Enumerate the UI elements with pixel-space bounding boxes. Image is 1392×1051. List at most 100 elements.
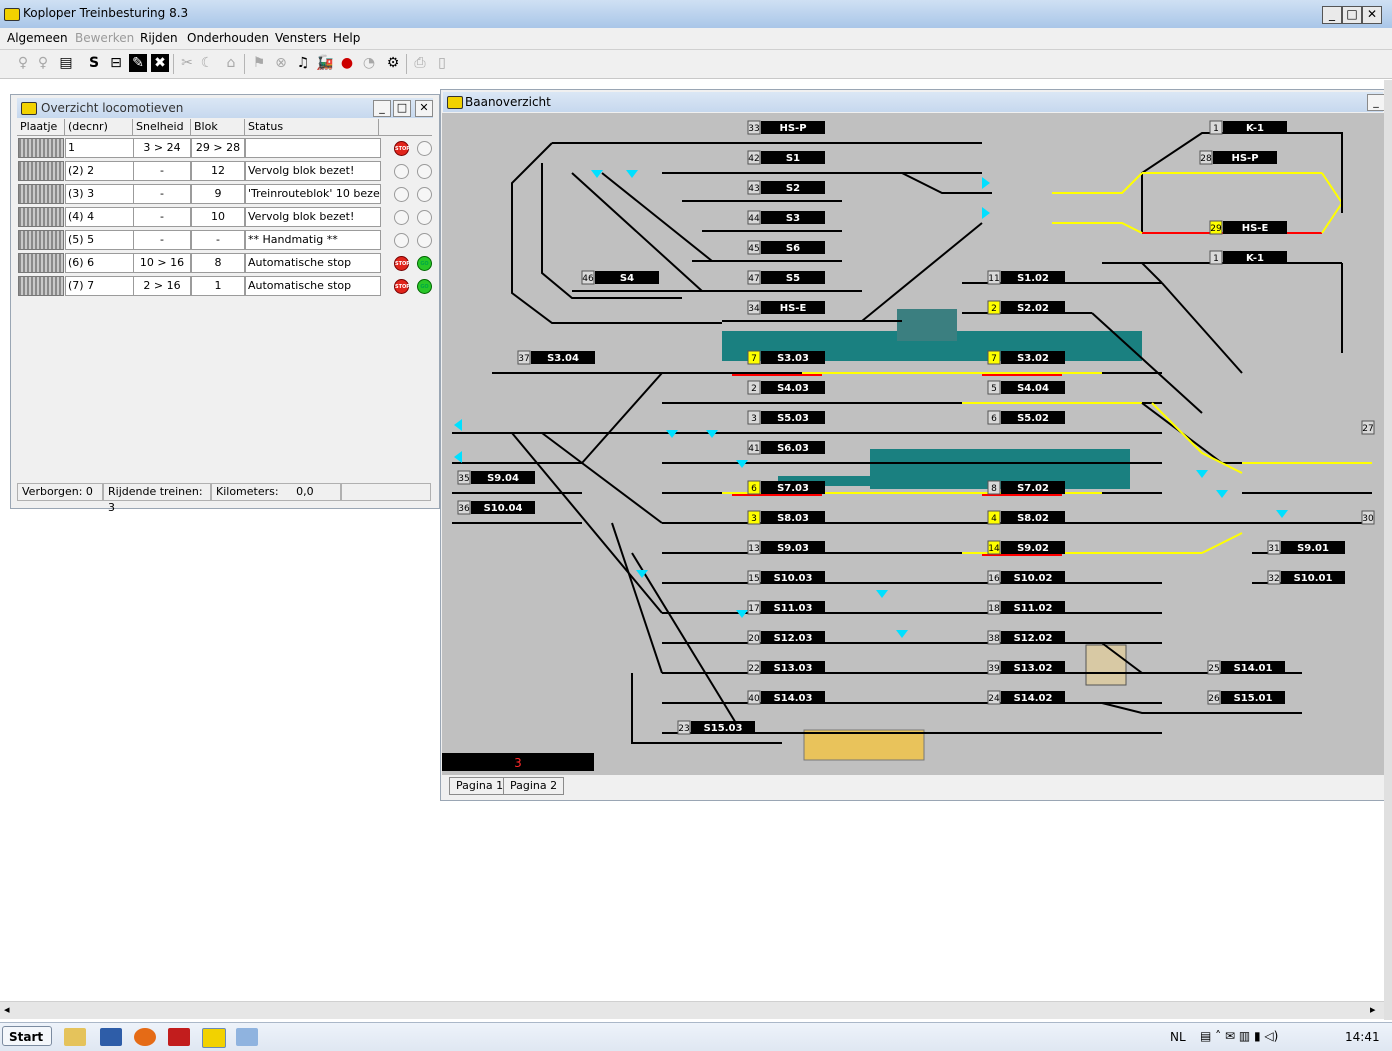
loco-row[interactable]: (3) 3-9'Treinrouteblok' 10 bezet! bbox=[17, 182, 433, 205]
loco-cell-speed[interactable]: - bbox=[133, 161, 191, 181]
tool-icon-4[interactable]: ⚑ bbox=[252, 55, 266, 71]
empty-signal-icon[interactable] bbox=[394, 210, 409, 225]
pin2-icon[interactable]: ♀ bbox=[37, 55, 49, 71]
stop-icon[interactable]: STOP bbox=[394, 279, 410, 294]
menu-algemeen[interactable]: Algemeen bbox=[7, 31, 68, 45]
loco-cell-speed[interactable]: - bbox=[133, 230, 191, 250]
track-minimize-button[interactable]: _ bbox=[1367, 94, 1385, 111]
empty-signal-icon[interactable] bbox=[394, 164, 409, 179]
loco-cell-name[interactable]: 1 bbox=[65, 138, 141, 158]
col-header[interactable]: Status bbox=[245, 119, 379, 136]
col-header[interactable]: Snelheid bbox=[133, 119, 191, 136]
scroll-right-icon[interactable]: ▸ bbox=[1370, 1003, 1376, 1016]
loco-row[interactable]: (5) 5--** Handmatig ** bbox=[17, 228, 433, 251]
block-label[interactable]: 27 bbox=[1361, 420, 1375, 435]
loco-cell-name[interactable]: (3) 3 bbox=[65, 184, 141, 204]
loco-cell-block[interactable]: 9 bbox=[191, 184, 245, 204]
pdf-icon[interactable] bbox=[168, 1028, 190, 1046]
app-icon-2[interactable] bbox=[236, 1028, 258, 1046]
menu-bewerken[interactable]: Bewerken bbox=[75, 31, 135, 45]
loco-cell-status[interactable]: Vervolg blok bezet! bbox=[245, 161, 381, 181]
switch-icon[interactable]: ✖ bbox=[151, 54, 169, 72]
stop-icon[interactable]: STOP bbox=[394, 141, 410, 156]
empty-signal-icon[interactable] bbox=[417, 187, 432, 202]
loco-cell-name[interactable]: (7) 7 bbox=[65, 276, 141, 296]
vertical-scrollbar[interactable] bbox=[1384, 80, 1392, 1020]
train-list-icon[interactable]: ▤ bbox=[59, 55, 73, 71]
block-icon[interactable]: ⊟ bbox=[110, 55, 122, 71]
menu-rijden[interactable]: Rijden bbox=[140, 31, 178, 45]
loco-cell-status[interactable]: Vervolg blok bezet! bbox=[245, 207, 381, 227]
loco-maximize-button[interactable]: □ bbox=[393, 100, 411, 117]
loco-cell-name[interactable]: (2) 2 bbox=[65, 161, 141, 181]
loco-cell-block[interactable]: 1 bbox=[191, 276, 245, 296]
tool-icon-1[interactable]: ✂ bbox=[181, 55, 193, 71]
loco-cell-speed[interactable]: 3 > 24 bbox=[133, 138, 191, 158]
loco-cell-block[interactable]: 8 bbox=[191, 253, 245, 273]
loco-cell-speed[interactable]: - bbox=[133, 184, 191, 204]
block-label[interactable]: 30 bbox=[1361, 510, 1375, 525]
s-button[interactable]: S bbox=[88, 55, 100, 71]
loco-cell-status[interactable]: Automatische stop bbox=[245, 253, 381, 273]
loco-cell-status[interactable]: Automatische stop bbox=[245, 276, 381, 296]
loco-cell-name[interactable]: (5) 5 bbox=[65, 230, 141, 250]
loco-cell-block[interactable]: 10 bbox=[191, 207, 245, 227]
stop-icon[interactable]: STOP bbox=[394, 256, 410, 271]
loco-cell-speed[interactable]: 10 > 16 bbox=[133, 253, 191, 273]
menu-vensters[interactable]: Vensters bbox=[275, 31, 327, 45]
edit-track-icon[interactable]: ✎ bbox=[129, 54, 147, 72]
koploper-icon[interactable] bbox=[202, 1028, 226, 1048]
empty-signal-icon[interactable] bbox=[417, 210, 432, 225]
empty-signal-icon[interactable] bbox=[417, 233, 432, 248]
tool-icon-5[interactable]: ⊗ bbox=[275, 55, 287, 71]
tool-icon-2[interactable]: ☾ bbox=[200, 55, 214, 71]
loco-cell-block[interactable]: - bbox=[191, 230, 245, 250]
menu-help[interactable]: Help bbox=[333, 31, 361, 45]
loco-close-button[interactable]: ✕ bbox=[415, 100, 433, 117]
print-icon[interactable]: ⎙ bbox=[414, 55, 426, 71]
clock-icon[interactable]: ◔ bbox=[362, 55, 376, 71]
close-button[interactable]: ✕ bbox=[1362, 6, 1382, 24]
go-icon[interactable]: GO bbox=[417, 256, 432, 271]
loco-cell-name[interactable]: (6) 6 bbox=[65, 253, 141, 273]
loco-minimize-button[interactable]: _ bbox=[373, 100, 391, 117]
col-header[interactable]: Blok bbox=[191, 119, 245, 136]
loco-cell-name[interactable]: (4) 4 bbox=[65, 207, 141, 227]
tab-pagina-2[interactable]: Pagina 2 bbox=[503, 777, 565, 795]
page-icon[interactable]: ▯ bbox=[438, 55, 446, 71]
